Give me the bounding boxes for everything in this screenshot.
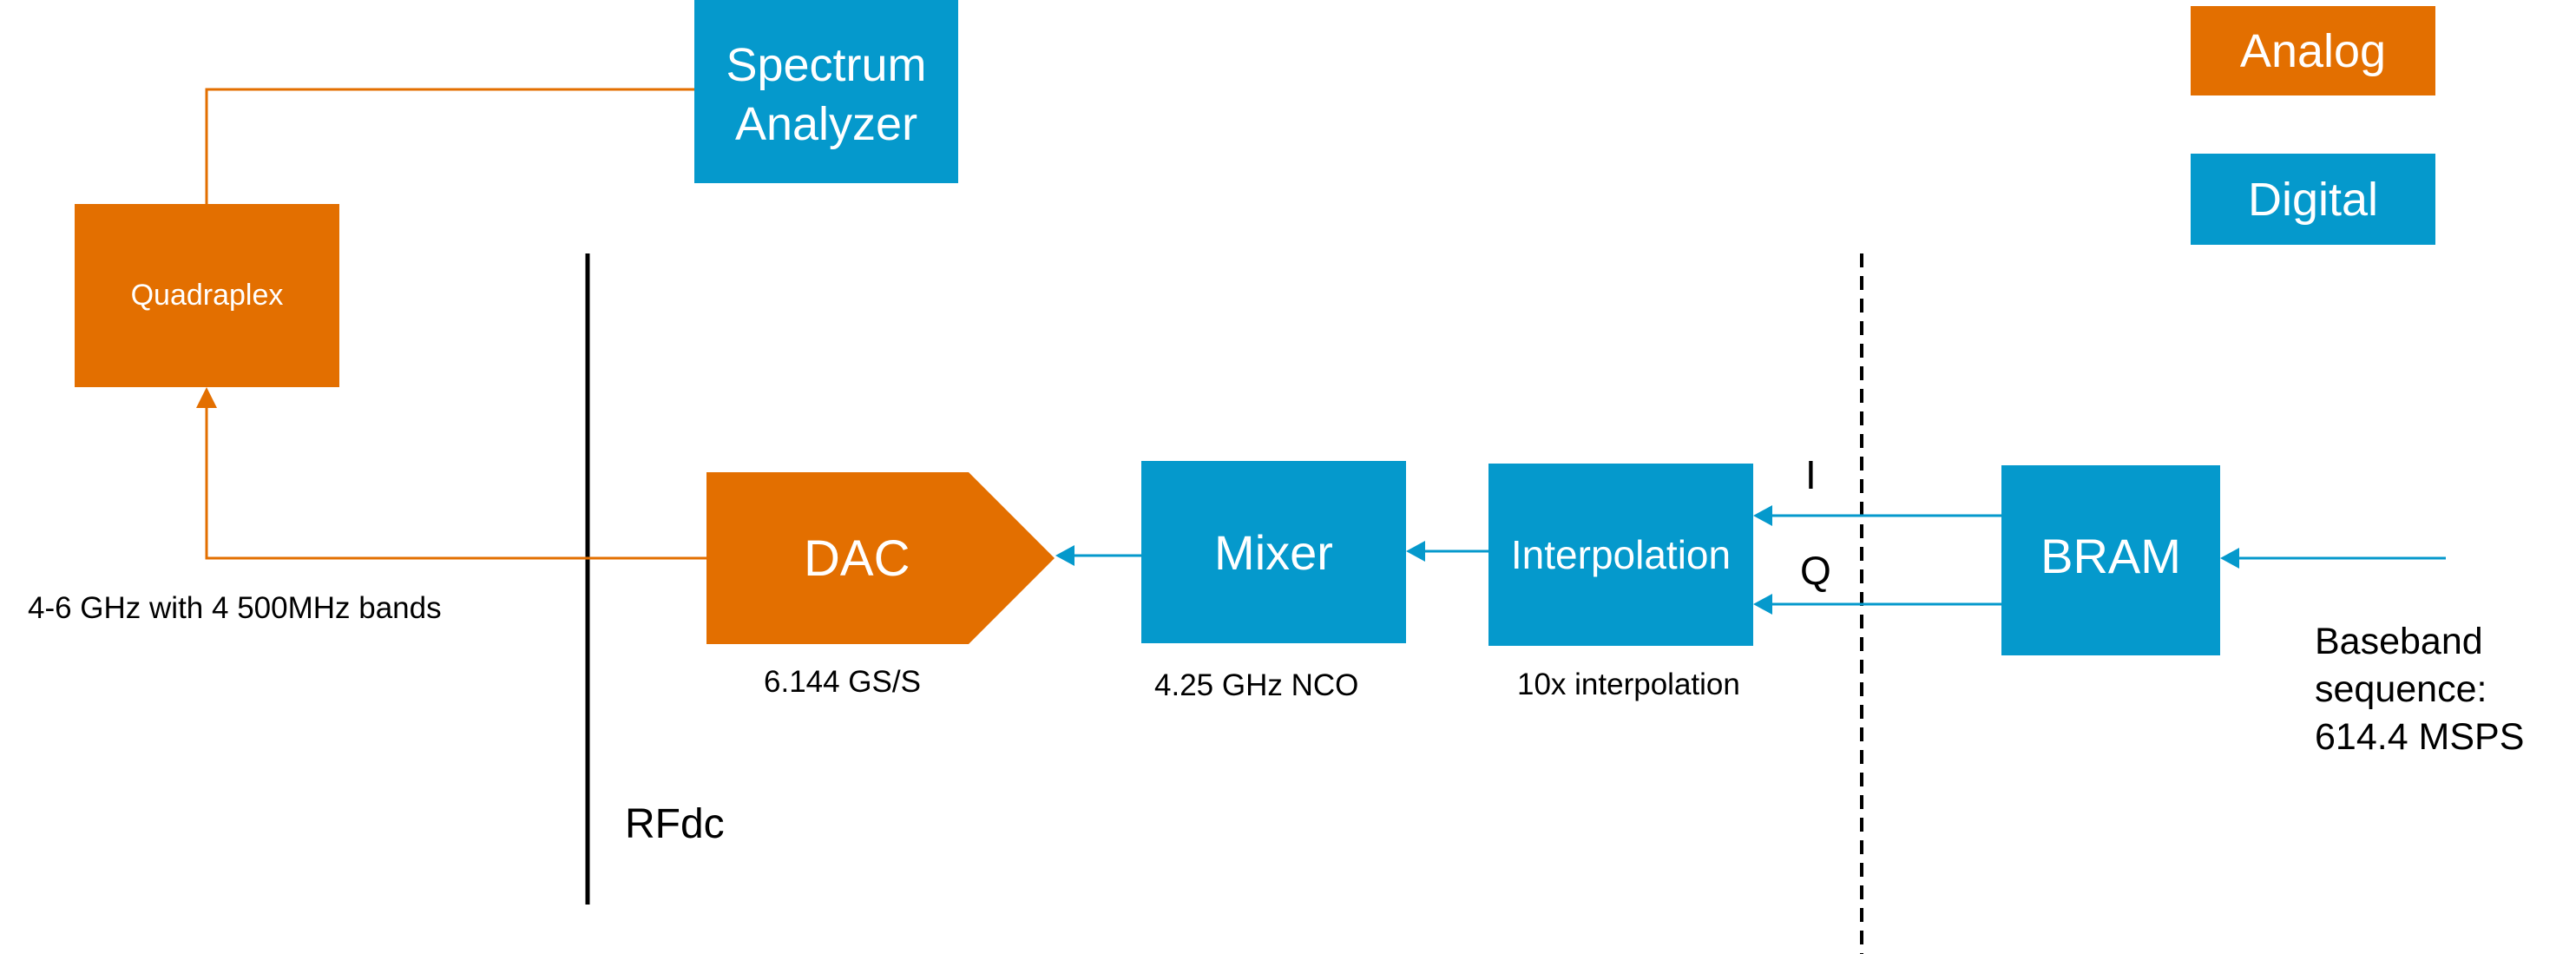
q-channel-label: Q — [1800, 548, 1831, 593]
bram-block: BRAM — [2001, 465, 2220, 655]
dac-rate-label: 6.144 GS/S — [764, 665, 921, 699]
spectrum-analyzer-label: Spectrum Analyzer — [726, 39, 927, 150]
quadraplex-label: Quadraplex — [130, 279, 284, 312]
quadraplex-block: Quadraplex — [75, 204, 339, 387]
bram-label: BRAM — [2040, 529, 2181, 583]
band-info-label: 4-6 GHz with 4 500MHz bands — [28, 591, 442, 625]
arrow-quadraplex-to-spectrum-analyzer — [205, 88, 694, 204]
mixer-block: Mixer — [1141, 461, 1406, 643]
interpolation-factor-label: 10x interpolation — [1517, 668, 1740, 701]
dac-label: DAC — [804, 530, 910, 587]
arrow-dac-to-quadraplex — [205, 406, 706, 560]
i-channel-label: I — [1805, 452, 1817, 497]
legend-digital: Digital — [2191, 154, 2435, 245]
baseband-label: Baseband sequence: 614.4 MSPS — [2315, 621, 2525, 759]
legend-digital-label: Digital — [2247, 173, 2379, 226]
arrowhead-interpolation-i — [1753, 505, 1772, 526]
arrowhead-mixer — [1406, 541, 1425, 562]
arrowhead-quadraplex — [196, 387, 217, 408]
interpolation-block: Interpolation — [1488, 464, 1753, 646]
spectrum-analyzer-block: Spectrum Analyzer — [694, 0, 958, 183]
mixer-label: Mixer — [1214, 524, 1333, 580]
arrowhead-interpolation-q — [1753, 594, 1772, 615]
arrowhead-dac — [1055, 545, 1074, 566]
nco-label: 4.25 GHz NCO — [1154, 668, 1359, 702]
dac-block-shape — [706, 472, 1055, 644]
rfdc-label: RFdc — [625, 801, 725, 847]
dac-block: DAC — [706, 472, 1023, 644]
interpolation-label: Interpolation — [1510, 532, 1732, 577]
arrowhead-bram — [2220, 548, 2239, 569]
legend-analog: Analog — [2191, 6, 2435, 95]
legend-analog-label: Analog — [2239, 24, 2387, 77]
